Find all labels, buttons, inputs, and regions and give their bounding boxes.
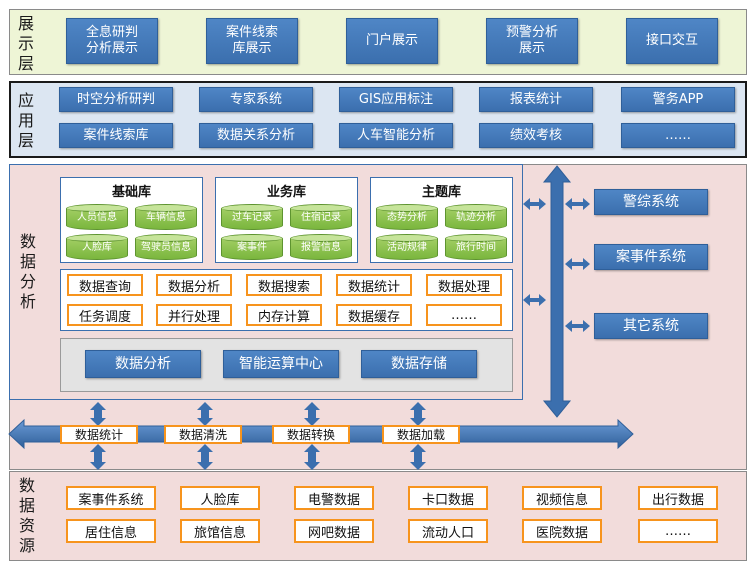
application-layer-title: 应 用 层 [17, 91, 34, 150]
app-report[interactable]: 报表统计 [479, 87, 593, 112]
base-library-title: 基础库 [111, 185, 151, 200]
res-hospital[interactable]: 医院数据 [522, 519, 602, 543]
db-driver-info[interactable]: 驾驶员信息 [135, 234, 197, 260]
display-item-interface[interactable]: 接口交互 [626, 18, 718, 64]
op-task-scheduling[interactable]: 任务调度 [67, 304, 143, 326]
op-data-query[interactable]: 数据查询 [67, 274, 143, 296]
res-e-police[interactable]: 电警数据 [294, 486, 374, 510]
bus-label-transform[interactable]: 数据转换 [272, 425, 350, 444]
business-library: 业务库 过车记录 住宿记录 案事件 报警信息 [215, 177, 358, 263]
display-item-portal[interactable]: 门户展示 [346, 18, 438, 64]
db-trajectory-analysis[interactable]: 轨迹分析 [445, 204, 507, 230]
app-police-app[interactable]: 警务APP [621, 87, 735, 112]
op-data-analysis[interactable]: 数据分析 [156, 274, 232, 296]
op-data-statistics[interactable]: 数据统计 [336, 274, 412, 296]
op-data-cache[interactable]: 数据缓存 [336, 304, 412, 326]
op-data-search[interactable]: 数据搜索 [246, 274, 322, 296]
res-hotel[interactable]: 旅馆信息 [180, 519, 260, 543]
db-person-info[interactable]: 人员信息 [66, 204, 128, 230]
base-library: 基础库 人员信息 车辆信息 人脸库 驾驶员信息 [60, 177, 203, 263]
db-alarm-info[interactable]: 报警信息 [290, 234, 352, 260]
center-data-storage[interactable]: 数据存储 [361, 350, 477, 378]
app-case-clues[interactable]: 案件线索库 [59, 123, 173, 148]
db-vehicle-info[interactable]: 车辆信息 [135, 204, 197, 230]
resource-layer: 数 据 资 源 案事件系统 人脸库 电警数据 卡口数据 视频信息 出行数据 居住… [9, 471, 747, 561]
business-library-title: 业务库 [266, 185, 306, 200]
app-more[interactable]: …… [621, 123, 735, 148]
res-floating-pop[interactable]: 流动人口 [408, 519, 488, 543]
external-other-systems[interactable]: 其它系统 [594, 313, 708, 339]
app-gis[interactable]: GIS应用标注 [339, 87, 453, 112]
analysis-inner-frame [9, 164, 523, 400]
op-more[interactable]: …… [426, 304, 502, 326]
bus-label-cleaning[interactable]: 数据清洗 [164, 425, 242, 444]
db-lodging-records[interactable]: 住宿记录 [290, 204, 352, 230]
op-in-memory[interactable]: 内存计算 [246, 304, 322, 326]
db-cases[interactable]: 案事件 [221, 234, 283, 260]
res-video[interactable]: 视频信息 [522, 486, 602, 510]
app-spatiotemporal[interactable]: 时空分析研判 [59, 87, 173, 112]
res-checkpoint[interactable]: 卡口数据 [408, 486, 488, 510]
db-passing-records[interactable]: 过车记录 [221, 204, 283, 230]
db-travel-time[interactable]: 旅行时间 [445, 234, 507, 260]
theme-library: 主题库 态势分析 轨迹分析 活动规律 旅行时间 [370, 177, 513, 263]
res-travel[interactable]: 出行数据 [638, 486, 718, 510]
display-item-case-clues[interactable]: 案件线索库展示 [206, 18, 298, 64]
centers-panel: 数据分析 智能运算中心 数据存储 [60, 338, 513, 392]
display-item-warning[interactable]: 预警分析展示 [486, 18, 578, 64]
res-more[interactable]: …… [638, 519, 718, 543]
display-layer: 展 示 层 全息研判分析展示 案件线索库展示 门户展示 预警分析展示 接口交互 [9, 9, 747, 75]
res-internet-cafe[interactable]: 网吧数据 [294, 519, 374, 543]
res-face-db[interactable]: 人脸库 [180, 486, 260, 510]
app-person-vehicle[interactable]: 人车智能分析 [339, 123, 453, 148]
app-expert-system[interactable]: 专家系统 [199, 87, 313, 112]
res-residence[interactable]: 居住信息 [66, 519, 156, 543]
application-layer: 应 用 层 时空分析研判 专家系统 GIS应用标注 报表统计 警务APP 案件线… [9, 81, 747, 158]
op-data-processing[interactable]: 数据处理 [426, 274, 502, 296]
db-face[interactable]: 人脸库 [66, 234, 128, 260]
external-case-system[interactable]: 案事件系统 [594, 244, 708, 270]
center-intelligent-computing[interactable]: 智能运算中心 [223, 350, 339, 378]
app-performance[interactable]: 绩效考核 [479, 123, 593, 148]
op-parallel-processing[interactable]: 并行处理 [156, 304, 232, 326]
display-item-holographic[interactable]: 全息研判分析展示 [66, 18, 158, 64]
res-case-system[interactable]: 案事件系统 [66, 486, 156, 510]
db-situation-analysis[interactable]: 态势分析 [376, 204, 438, 230]
resource-layer-title: 数 据 资 源 [18, 476, 35, 555]
bus-label-statistics[interactable]: 数据统计 [60, 425, 138, 444]
theme-library-title: 主题库 [421, 185, 461, 200]
external-police-system[interactable]: 警综系统 [594, 189, 708, 215]
center-data-analysis[interactable]: 数据分析 [85, 350, 201, 378]
operations-panel: 数据查询 数据分析 数据搜索 数据统计 数据处理 任务调度 并行处理 内存计算 … [60, 269, 513, 331]
bus-label-loading[interactable]: 数据加载 [382, 425, 460, 444]
display-layer-title: 展 示 层 [17, 14, 34, 73]
app-relation[interactable]: 数据关系分析 [199, 123, 313, 148]
db-activity-patterns[interactable]: 活动规律 [376, 234, 438, 260]
analysis-layer-title: 数 据 分 析 [19, 232, 36, 311]
